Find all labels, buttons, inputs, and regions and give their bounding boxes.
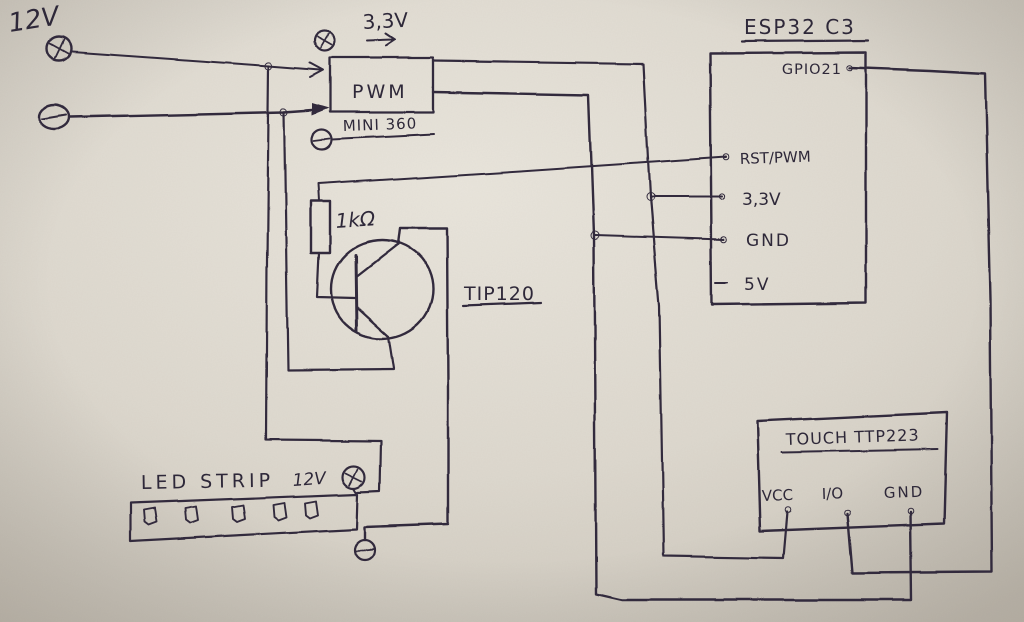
- pwm-model-label: MINI 360: [343, 114, 418, 135]
- junction-dot: [645, 192, 655, 202]
- wire-gnd-rail: [431, 90, 913, 602]
- wire-gpio21-to-io: [845, 66, 994, 575]
- pwm-output-voltage-label: 3,3V: [362, 8, 409, 34]
- pin-dots: [718, 64, 914, 517]
- pin-dot-gnd: [720, 235, 728, 243]
- pwm-plus-terminal: [313, 29, 337, 53]
- pwm-module-label: PWM: [352, 81, 408, 103]
- pin-dot-io: [843, 509, 851, 517]
- tip120-underline: [461, 301, 543, 308]
- touch-title: TOUCH TTP223: [784, 425, 919, 449]
- esp32-box: [708, 50, 868, 307]
- touch-pin-io: I/O: [822, 484, 844, 503]
- led-chip: [183, 505, 198, 524]
- transistor-base-bar: [354, 253, 359, 333]
- transistor-label: TIP120: [463, 283, 535, 305]
- wire-collector-to-ledminus: [363, 226, 450, 542]
- pin-dot-rst: [722, 153, 730, 161]
- wire-gnd-branch-esp: [594, 234, 725, 240]
- junction-dot: [279, 107, 289, 117]
- supply-plus-terminal: [45, 35, 73, 63]
- touch-box: [755, 410, 949, 533]
- led-chip: [142, 507, 157, 526]
- led-strip-box: [128, 492, 360, 543]
- esp32-pin-gnd: GND: [746, 231, 791, 251]
- pin-dot-3v3: [718, 193, 726, 201]
- esp32-pin-rst-pwm: RST/PWM: [740, 148, 812, 168]
- resistor-value-label: 1kΩ: [335, 206, 377, 233]
- arrowhead-minus-feed: [312, 103, 329, 115]
- mini360-underline: [331, 133, 435, 140]
- ledstrip-plus-terminal: [341, 464, 367, 494]
- led-chip: [273, 502, 288, 521]
- wire-3v3-rail: [431, 59, 789, 560]
- junction-dot: [264, 61, 274, 71]
- pin-dot-gpio21: [846, 64, 854, 72]
- esp32-pin-gpio21: GPIO21: [782, 62, 842, 78]
- esp32-title: ESP32 C3: [744, 15, 856, 39]
- wire-12v-plus-rail: [264, 64, 383, 494]
- led-strip-voltage-label: 12V: [292, 469, 328, 491]
- led-strip-label: LED STRIP: [141, 470, 275, 494]
- wire-resistor-to-base: [315, 251, 357, 300]
- transistor-circle: [329, 238, 435, 340]
- esp32-pin-3v3: 3,3V: [742, 190, 781, 210]
- esp32-pin-5v: 5V: [744, 275, 770, 295]
- output-arrow-3v3: [366, 33, 396, 47]
- resistor-body: [309, 200, 332, 255]
- pin-dot-vcc: [784, 506, 792, 514]
- wire-emitter-out: [387, 334, 396, 370]
- ledstrip-minus-terminal: [353, 538, 377, 562]
- esp32-title-underline: [740, 38, 870, 43]
- circuit-drawing: [38, 29, 994, 602]
- wire-rst-pwm-signal: [317, 156, 727, 203]
- arrowhead-plus-feed: [309, 62, 324, 78]
- junction-dot: [590, 230, 600, 240]
- touch-pin-gnd: GND: [884, 483, 925, 502]
- touch-pin-vcc: VCC: [762, 486, 794, 505]
- pwm-box: [328, 56, 435, 114]
- led-chip: [304, 500, 319, 519]
- led-chips: [142, 500, 319, 526]
- touch-title-underline: [781, 448, 939, 453]
- labels: 12V 3,3V PWM MINI 360 ESP32 C3 GPIO21 RS…: [6, 1, 924, 505]
- transistor-collector-lead: [355, 242, 400, 278]
- led-chip: [231, 504, 246, 523]
- junction-dots: [264, 61, 655, 240]
- transistor-emitter-lead: [355, 305, 391, 338]
- pin-dot-gnd2: [906, 507, 914, 515]
- wire-12v-minus-rail: [282, 110, 396, 372]
